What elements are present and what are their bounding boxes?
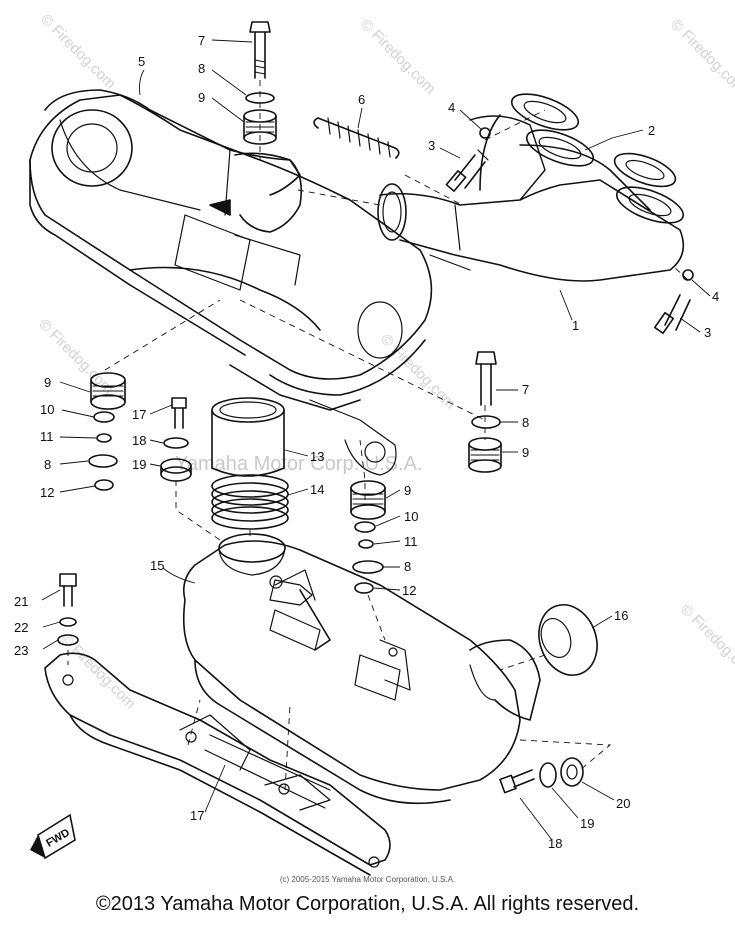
alignment-lines (67, 80, 689, 791)
part-11-washer-left (96, 433, 112, 443)
watermark-mid: © Firedog.com (377, 331, 459, 413)
callout-4-lower: 4 (712, 289, 719, 304)
callout-23: 23 (14, 643, 28, 658)
part-4-washer-lower (682, 269, 694, 281)
callout-21: 21 (14, 594, 28, 609)
part-19-washer-right (539, 762, 557, 788)
callout-14: 14 (310, 482, 324, 497)
fwd-arrow: FWD (30, 813, 76, 860)
callout-10-left: 10 (40, 402, 54, 417)
part-9-damper-left (90, 372, 126, 410)
part-12-nut-left (94, 479, 114, 491)
callout-numbers: 7 8 9 5 6 4 3 2 4 3 1 9 10 11 8 12 17 18… (14, 33, 719, 851)
callout-8-center: 8 (404, 559, 411, 574)
watermark-bottom-left: © Firedog.com (57, 631, 139, 713)
part-2-gaskets (510, 93, 685, 224)
small-copyright: (c) 2005-2015 Yamaha Motor Corporation, … (279, 875, 456, 884)
callout-19-left: 18 (132, 433, 146, 448)
callout-13: 13 (310, 449, 324, 464)
callout-9-left: 9 (44, 375, 51, 390)
part-3-bolt-upper (445, 149, 489, 192)
part-9-damper-right (468, 437, 502, 473)
callout-9-right: 9 (522, 445, 529, 460)
leader-lines (41, 39, 711, 841)
part-19-washer-left (163, 437, 189, 449)
callout-19-right: 19 (580, 816, 594, 831)
part-15-muffler (182, 533, 541, 805)
callout-10-center: 10 (404, 509, 418, 524)
part-4-washer-upper (479, 127, 491, 139)
part-18-bolt-right (499, 769, 535, 794)
part-6-spring (313, 117, 400, 159)
part-22-washer (59, 617, 77, 627)
callout-18-left: 17 (132, 407, 146, 422)
part-21-bolt (59, 573, 77, 607)
callout-9-center: 9 (404, 483, 411, 498)
part-13-tube (211, 397, 285, 477)
part-8-washer-right (471, 415, 501, 429)
footer-copyright: ©2013 Yamaha Motor Corporation, U.S.A. A… (95, 893, 640, 915)
watermark-top-center: © Firedog.com (357, 16, 439, 98)
callout-20-right: 20 (616, 796, 630, 811)
callout-5: 5 (138, 54, 145, 69)
watermark-top-left: © Firedog.com (37, 11, 119, 93)
part-11-washer-center (358, 539, 374, 549)
part-1-manifold (377, 114, 685, 282)
callout-17: 17 (190, 808, 204, 823)
part-7-bolt-right (475, 351, 497, 406)
callout-6: 6 (358, 92, 365, 107)
part-8-washer-left (88, 454, 118, 468)
callout-1: 1 (572, 318, 579, 333)
part-20-damper-right (560, 757, 584, 787)
part-10-washer-center (354, 521, 376, 533)
callout-3-lower: 3 (704, 325, 711, 340)
part-14-bellows (211, 474, 289, 530)
callout-16: 16 (614, 608, 628, 623)
callout-7-right: 7 (522, 382, 529, 397)
part-7-bolt-top (249, 21, 271, 79)
watermark-center: Yamaha Motor Corp. U.S.A. (175, 453, 423, 475)
callout-22: 22 (14, 620, 28, 635)
part-5-upper-chamber (29, 89, 433, 476)
callout-3-upper: 3 (428, 138, 435, 153)
callout-11-left: 11 (40, 429, 54, 444)
part-12-nut-center (354, 582, 374, 594)
part-10-washer-left (93, 411, 115, 423)
callout-18-right: 18 (548, 836, 562, 851)
part-3-bolt-lower (653, 294, 691, 335)
callout-12-center: 12 (402, 583, 416, 598)
callout-11-center: 11 (404, 534, 418, 549)
callout-20-left: 19 (132, 457, 146, 472)
callout-7-top: 7 (198, 33, 205, 48)
callout-8-right: 8 (522, 415, 529, 430)
part-18-bolt-left (171, 397, 187, 429)
watermark-right: © Firedog.com (677, 601, 735, 683)
callout-8-left: 8 (44, 457, 51, 472)
part-9-damper-top (243, 109, 277, 145)
callout-9-top: 9 (198, 90, 205, 105)
callout-8-top: 8 (198, 61, 205, 76)
part-9-damper-center (350, 480, 386, 520)
callout-2: 2 (648, 123, 655, 138)
callout-4-upper: 4 (448, 100, 455, 115)
part-8-washer-center (352, 560, 384, 574)
callout-12-left: 12 (40, 485, 54, 500)
part-17-bracket (44, 652, 391, 876)
watermark-top-right: © Firedog.com (667, 16, 735, 98)
part-16-grommet (538, 604, 598, 676)
callout-15: 15 (150, 558, 164, 573)
